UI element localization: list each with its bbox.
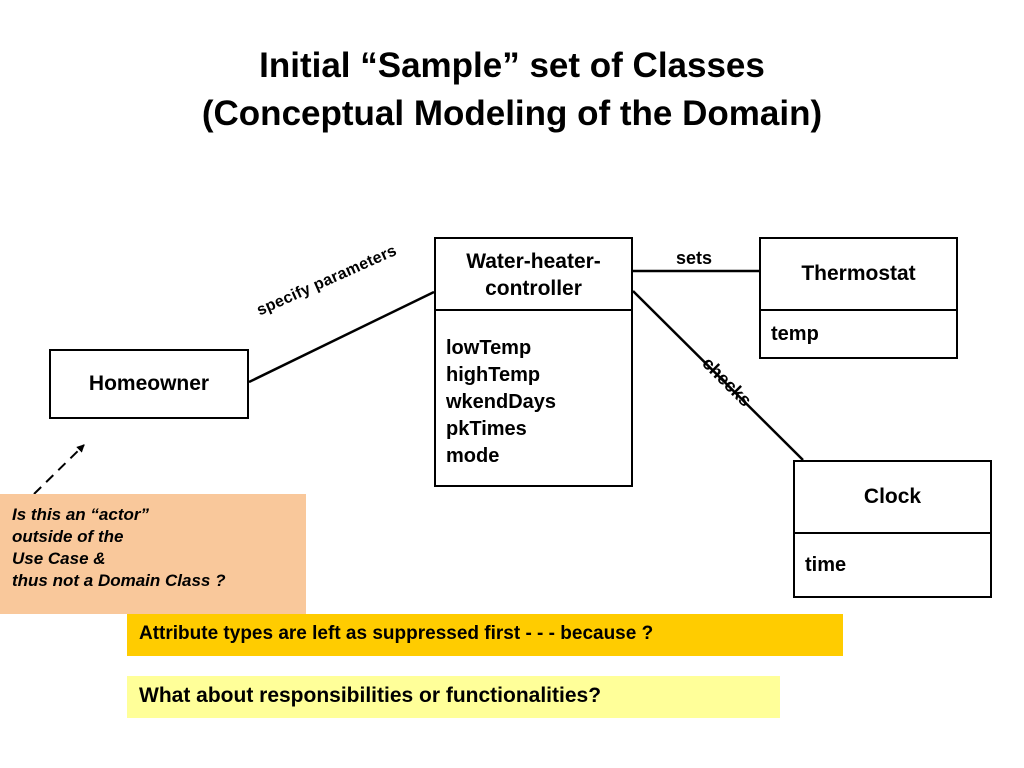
class-clock-name: Clock	[863, 485, 922, 508]
association-specify-label: specify parameters	[254, 242, 400, 320]
class-attributes: time	[795, 532, 990, 577]
class-water-heater-controller: Water-heater- controller lowTemp highTem…	[434, 237, 633, 487]
attribute-time: time	[805, 554, 847, 576]
class-name-line-1: Water-heater-	[466, 250, 601, 273]
class-homeowner-name: Homeowner	[88, 372, 210, 395]
attribute-temp: temp	[771, 323, 819, 345]
title-line-1: Initial “Sample” set of Classes	[259, 46, 765, 85]
attribute-wkenddays: wkendDays	[446, 391, 557, 413]
attribute-mode: mode	[446, 445, 500, 467]
class-attributes: temp	[761, 309, 956, 346]
note-line: Is this an “actor”	[12, 505, 149, 524]
class-clock: Clock time	[793, 460, 992, 598]
attribute-types-note: Attribute types are left as suppressed f…	[127, 614, 843, 656]
class-name-line-2: controller	[485, 277, 582, 300]
actor-dashed-arrow	[33, 444, 85, 495]
class-homeowner: Homeowner	[49, 349, 249, 419]
note-line: Use Case &	[12, 549, 106, 568]
association-checks-label: checks	[698, 353, 756, 411]
attribute-lowtemp: lowTemp	[446, 337, 532, 359]
title-line-2: (Conceptual Modeling of the Domain)	[201, 94, 823, 133]
note-line: outside of the	[12, 527, 124, 546]
class-water-heater-controller-name: Water-heater- controller	[436, 239, 631, 309]
class-thermostat: Thermostat temp	[759, 237, 958, 359]
actor-question-note: Is this an “actor” outside of the Use Ca…	[0, 494, 306, 614]
attribute-hightemp: highTemp	[446, 364, 541, 386]
slide-title: Initial “Sample” set of Classes (Concept…	[0, 42, 1024, 138]
class-thermostat-name: Thermostat	[801, 262, 916, 285]
responsibilities-note: What about responsibilities or functiona…	[127, 676, 780, 718]
note-line: thus not a Domain Class ?	[12, 571, 226, 590]
class-attributes: lowTemp highTemp wkendDays pkTimes mode	[436, 309, 631, 470]
attribute-pktimes: pkTimes	[446, 418, 527, 440]
association-sets-label: sets	[676, 248, 713, 268]
